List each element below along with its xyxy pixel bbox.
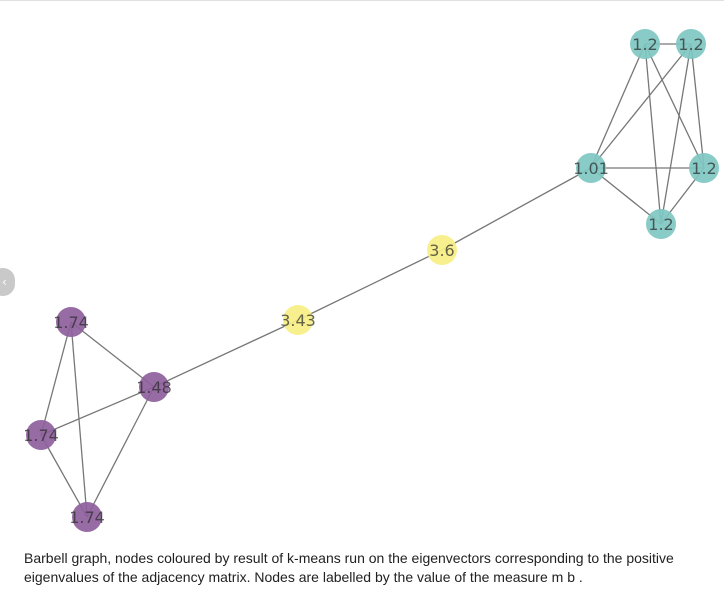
- node-circle: [26, 420, 56, 450]
- graph-node-t3: 1.01: [573, 153, 609, 183]
- edge-t2-t4: [690, 43, 705, 169]
- edge-p3-p4: [40, 434, 88, 518]
- node-label: 1.2: [632, 35, 657, 54]
- graph-node-y2: 3.43: [280, 305, 316, 335]
- node-label: 1.2: [691, 159, 716, 178]
- graph-node-p3: 1.74: [23, 420, 59, 450]
- node-layer: 1.2 1.2 1.01 1.2 1.2 3.6 3.43 1.74 1.48 1.74 1.74: [23, 29, 719, 532]
- node-label: 3.6: [429, 241, 454, 260]
- edge-p1-p2: [70, 321, 155, 388]
- chevron-left-icon: ‹: [2, 275, 7, 289]
- node-circle: [427, 235, 457, 265]
- graph-node-t4: 1.2: [689, 153, 719, 183]
- node-circle: [676, 29, 706, 59]
- node-circle: [689, 153, 719, 183]
- edge-t1-t4: [644, 43, 705, 169]
- edge-y2-p2: [153, 319, 299, 388]
- graph-node-t2: 1.2: [676, 29, 706, 59]
- node-label: 1.74: [53, 313, 89, 332]
- edge-p2-p3: [40, 386, 155, 436]
- edge-y1-y2: [297, 249, 443, 321]
- edge-t1-t5: [644, 43, 662, 225]
- node-label: 1.01: [573, 159, 609, 178]
- graph-node-p1: 1.74: [53, 307, 89, 337]
- edge-t2-t3: [590, 43, 692, 169]
- graph-node-t5: 1.2: [646, 209, 676, 239]
- node-circle: [646, 209, 676, 239]
- node-label: 1.2: [678, 35, 703, 54]
- node-circle: [576, 153, 606, 183]
- top-divider: [0, 0, 724, 1]
- node-label: 1.2: [648, 215, 673, 234]
- barbell-graph-diagram: 1.2 1.2 1.01 1.2 1.2 3.6 3.43 1.74 1.48 1.74 1.74: [23, 29, 719, 532]
- figure-caption: Barbell graph, nodes coloured by result …: [24, 550, 674, 585]
- node-circle: [630, 29, 660, 59]
- node-circle: [139, 372, 169, 402]
- graph-node-y1: 3.6: [427, 235, 457, 265]
- edge-t2-t5: [660, 43, 692, 225]
- edge-t1-t3: [590, 43, 646, 169]
- node-circle: [283, 305, 313, 335]
- edge-layer: [40, 43, 705, 518]
- edge-t3-y1: [441, 167, 592, 251]
- node-label: 1.74: [69, 508, 105, 527]
- node-circle: [72, 502, 102, 532]
- node-label: 3.43: [280, 311, 316, 330]
- side-expand-tab[interactable]: ‹: [0, 268, 15, 296]
- edge-p1-p3: [40, 321, 72, 436]
- node-label: 1.48: [136, 378, 172, 397]
- node-circle: [56, 307, 86, 337]
- graph-node-p2: 1.48: [136, 372, 172, 402]
- edge-p2-p4: [86, 386, 155, 518]
- graph-node-t1: 1.2: [630, 29, 660, 59]
- node-label: 1.74: [23, 426, 59, 445]
- graph-node-p4: 1.74: [69, 502, 105, 532]
